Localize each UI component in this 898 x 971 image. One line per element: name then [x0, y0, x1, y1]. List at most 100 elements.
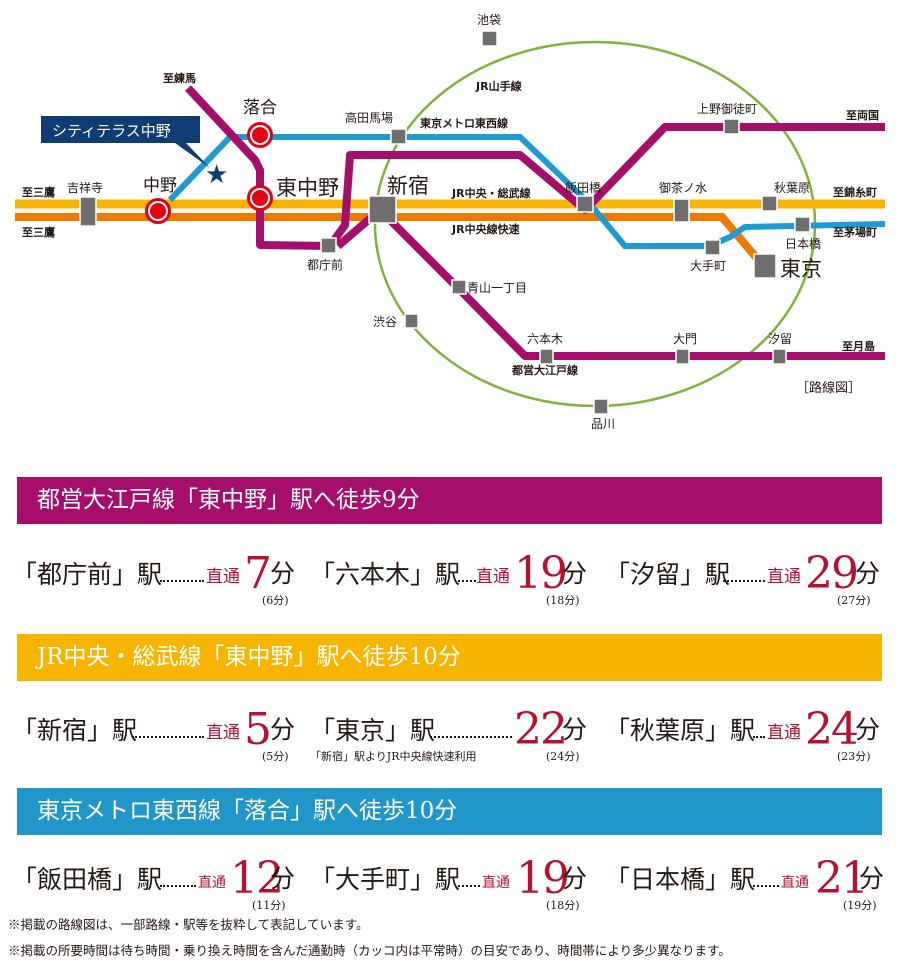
station-shibuya	[404, 313, 419, 329]
minutes-unit: 分	[859, 864, 885, 893]
dotted-leader	[430, 736, 512, 738]
station-otemachi	[704, 239, 721, 256]
footnote-times: ※掲載の所要時間は待ち時間・乗り換え時間を含んだ通勤時（カッコ内は平常時）の目安…	[8, 943, 731, 958]
line-label-tozai: 東京メトロ東西線	[420, 116, 508, 130]
label-ochanomizu: 御茶ノ水	[659, 180, 707, 195]
minutes-value: 5	[244, 704, 272, 755]
dotted-leader	[723, 580, 765, 582]
direct-label: 直通	[198, 875, 226, 891]
section-tozai-times: 「飯田橋」駅 直通 12 分 (11分) 「大手町」駅 直通 19 分 (18分…	[0, 853, 898, 913]
line-label-oedo: 都営大江戸線	[511, 363, 578, 377]
dotted-leader	[458, 580, 476, 582]
line-label-chuo-rapid: JR中央線快速	[451, 222, 520, 236]
dotted-leader	[160, 580, 204, 582]
minutes-unit: 分	[270, 715, 296, 744]
footnote-map: ※掲載の路線図は、一部路線・駅等を抜粋して表記しています。	[8, 917, 369, 932]
station-kichijoji	[79, 196, 97, 227]
normal-time: (23分)	[837, 750, 871, 763]
label-nakano: 中野	[143, 176, 177, 196]
destination-station: 「秋葉原」駅	[605, 716, 756, 745]
station-uenookachimachi	[723, 118, 740, 135]
minutes-unit: 分	[270, 559, 296, 588]
dir-ryogoku: 至両国	[846, 109, 879, 122]
label-tokyo: 東京	[780, 257, 822, 281]
direct-label: 直通	[482, 875, 510, 891]
station-roppongi	[539, 348, 554, 365]
label-iidabashi: 飯田橋	[565, 180, 601, 195]
station-shiodome	[772, 348, 787, 365]
minutes-value: 7	[244, 548, 272, 599]
minutes-value: 19	[514, 548, 568, 599]
destination-station: 「都庁前」駅	[12, 560, 163, 589]
station-nihonbashi	[794, 216, 811, 233]
minutes-value: 19	[516, 853, 570, 904]
property-label-box	[41, 116, 200, 143]
line-label-chuo-sobu: JR中央・総武線	[451, 186, 531, 200]
dir-kinshicho: 至錦糸町	[833, 185, 877, 199]
dotted-leader	[132, 736, 204, 738]
dir-nerima: 至練馬	[163, 71, 196, 85]
line-label-yamanote: JR山手線	[475, 79, 522, 93]
route-map: シティテラス中野 ★ 至練馬 至三鷹 至三鷹 至両国 至錦糸町 至茅場町 至月島…	[15, 13, 886, 431]
normal-time: (27分)	[837, 594, 871, 607]
label-nihonbashi: 日本橋	[785, 237, 821, 251]
destination-station: 「東京」駅	[310, 716, 436, 745]
section-chuo-sobu-header: JR中央・総武線「東中野」駅へ徒歩10分	[17, 634, 882, 681]
direct-label: 直通	[206, 567, 240, 587]
minutes-unit: 分	[270, 864, 296, 893]
normal-time: (11分)	[252, 899, 286, 912]
minutes-unit: 分	[562, 559, 588, 588]
destination-akihabara: 「秋葉原」駅 直通 24 分 (23分)	[605, 704, 895, 764]
station-ikebukuro	[481, 30, 498, 47]
section-oedo-header: 都営大江戸線「東中野」駅へ徒歩9分	[17, 477, 882, 524]
section-tozai-header: 東京メトロ東西線「落合」駅へ徒歩10分	[17, 788, 882, 835]
minutes-unit: 分	[855, 559, 881, 588]
normal-time: (6分)	[262, 594, 289, 607]
property-label: シティテラス中野	[52, 122, 171, 140]
destination-roppongi: 「六本木」駅 直通 19 分 (18分)	[310, 548, 600, 608]
label-higashinakano: 東中野	[276, 176, 339, 200]
destination-station: 「新宿」駅	[12, 716, 138, 745]
property-star-icon: ★	[205, 160, 228, 190]
destination-station: 「大手町」駅	[310, 865, 461, 894]
label-shiodome: 汐留	[768, 331, 792, 346]
label-roppongi: 六本木	[527, 332, 563, 346]
destination-nihonbashi: 「日本橋」駅 直通 21 分 (19分)	[605, 853, 895, 913]
minutes-value: 24	[805, 704, 859, 755]
station-akihabara	[761, 195, 778, 212]
minutes-unit: 分	[855, 715, 881, 744]
label-shinagawa: 品川	[591, 417, 615, 431]
label-daimon: 大門	[673, 332, 697, 346]
normal-time: (18分)	[546, 594, 580, 607]
normal-time: (5分)	[262, 750, 289, 763]
station-daimon	[675, 348, 690, 365]
direct-label: 直通	[767, 567, 801, 587]
normal-time: (19分)	[843, 899, 877, 912]
label-tochomae: 都庁前	[307, 257, 343, 272]
destination-station: 「日本橋」駅	[605, 865, 756, 894]
station-tochomae	[320, 237, 337, 254]
destination-station: 「飯田橋」駅	[12, 865, 163, 894]
destination-tokyo: 「東京」駅 22 分 (24分) 「新宿」駅よりJR中央線快速利用	[310, 704, 600, 764]
minutes-value: 29	[805, 548, 859, 599]
label-ikebukuro: 池袋	[477, 13, 501, 27]
tozai-line	[167, 134, 886, 249]
station-iidabashi	[576, 195, 594, 213]
destination-shinjuku: 「新宿」駅 直通 5 分 (5分)	[12, 704, 302, 764]
minutes-unit: 分	[562, 715, 588, 744]
map-caption: ［路線図］	[796, 380, 861, 396]
destination-station: 「汐留」駅	[605, 560, 731, 589]
label-aoyamaitchome: 青山一丁目	[467, 281, 527, 295]
dir-tsukishima: 至月島	[842, 339, 875, 353]
direct-label: 直通	[476, 567, 510, 587]
station-aoyamaitchome	[451, 279, 467, 295]
destination-otemachi: 「大手町」駅 直通 19 分 (18分)	[310, 853, 600, 913]
direct-label: 直通	[767, 723, 801, 743]
dotted-leader	[458, 885, 480, 887]
dotted-leader	[160, 885, 196, 887]
station-shinjuku	[368, 195, 397, 224]
label-takadanobaba: 高田馬場	[345, 110, 393, 125]
destination-shiodome: 「汐留」駅 直通 29 分 (27分)	[605, 548, 895, 608]
minutes-value: 22	[514, 704, 568, 755]
label-uenookachimachi: 上野御徒町	[697, 101, 757, 116]
